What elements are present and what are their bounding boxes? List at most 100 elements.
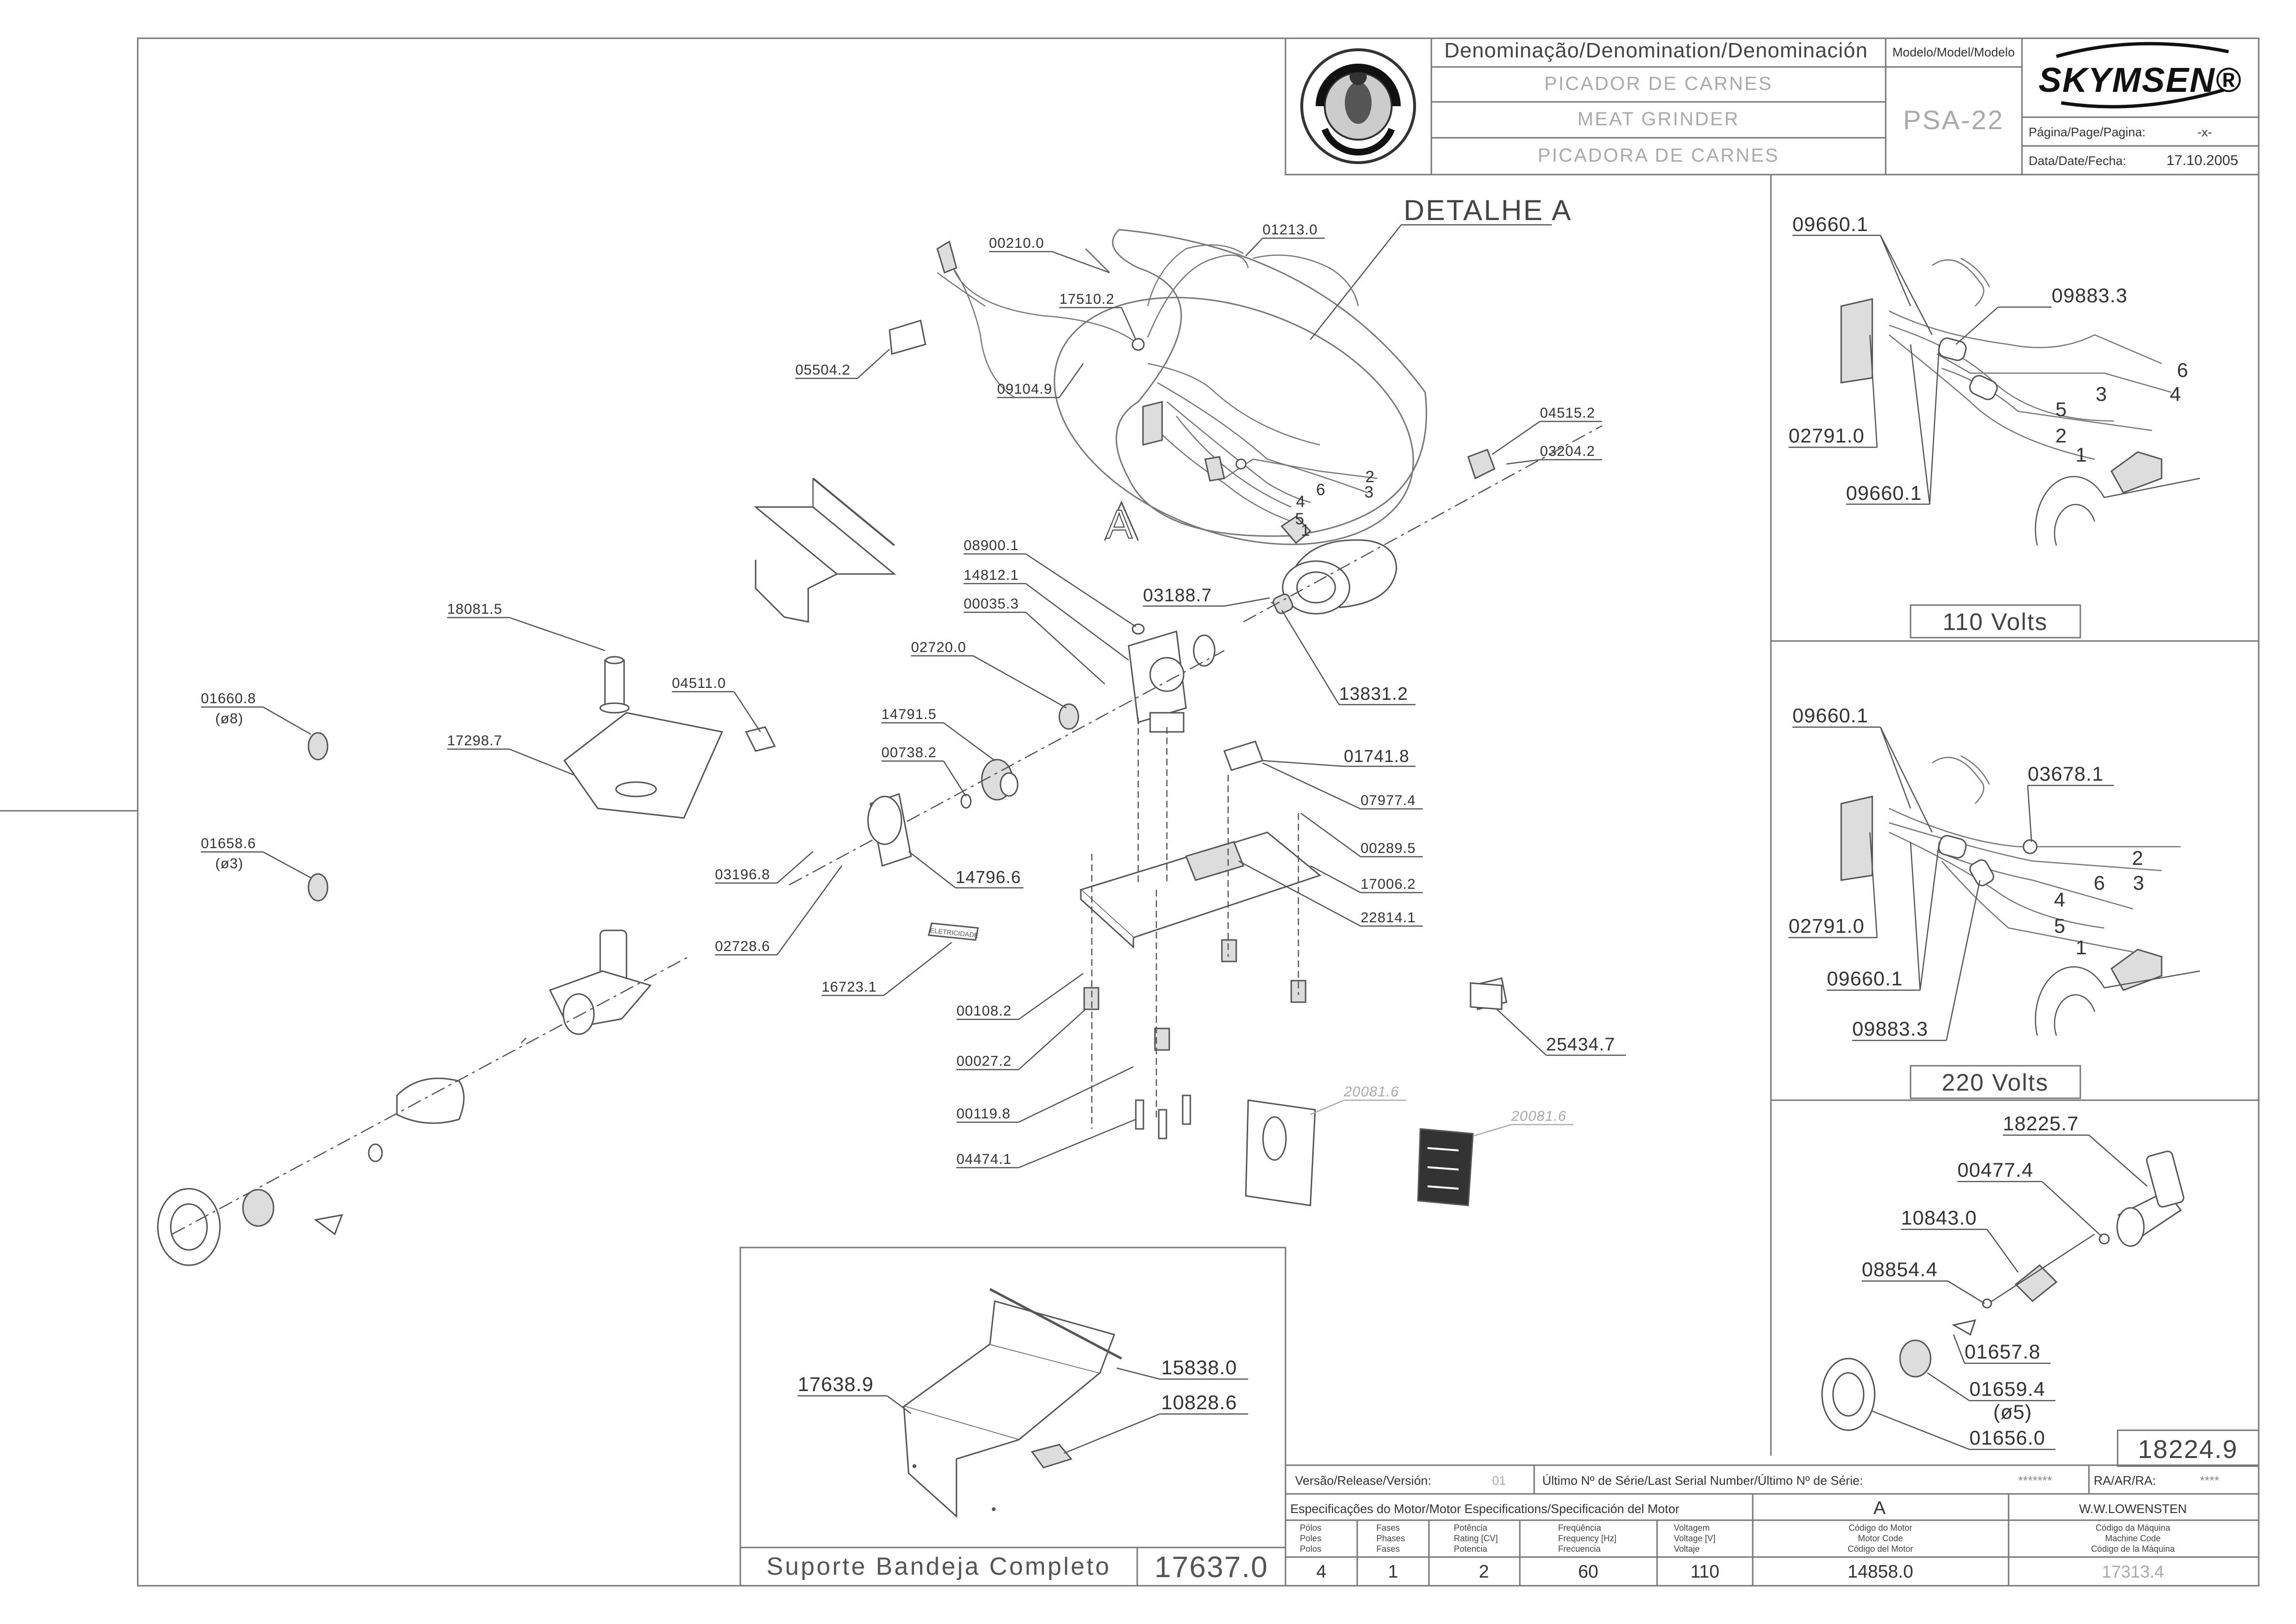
gearbox-housing — [753, 477, 1216, 733]
spec-col-voltage: Voltagem Voltage [V] Voltaje 110 — [1674, 1523, 1719, 1582]
callout-03188-7: 03188.7 — [1143, 586, 1212, 606]
mincer-code: 18224.9 — [2138, 1435, 2238, 1464]
mincer-callout-1: 18225.7 — [2003, 1112, 2079, 1135]
model-code: PSA-22 — [1903, 105, 2004, 135]
detail-a-marker: A — [1106, 502, 1132, 547]
mincer-assembly-panel: 18225.7 00477.4 10843.0 08854.4 01657.8 … — [1821, 1112, 2260, 1467]
callout-07977-4: 07977.4 — [1361, 793, 1416, 808]
callout-16723-1: 16723.1 — [822, 979, 877, 995]
svg-text:4: 4 — [1296, 493, 1306, 511]
callout-01658-6-sub: (ø3) — [215, 856, 243, 872]
page-label: Página/Page/Pagina: — [2029, 125, 2145, 139]
svg-text:14858.0: 14858.0 — [1847, 1562, 1913, 1582]
svg-text:17313.4: 17313.4 — [2102, 1562, 2164, 1581]
p220-callout-3: 02791.0 — [1789, 915, 1865, 937]
callout-13831-2: 13831.2 — [1339, 684, 1408, 704]
mincer-callout-5: 01657.8 — [1965, 1340, 2041, 1363]
tray-callout-3: 10828.6 — [1161, 1391, 1237, 1414]
svg-text:Machine Code: Machine Code — [2105, 1534, 2161, 1543]
p110-wire-6: 6 — [2177, 359, 2188, 381]
right-panel-frames — [1770, 175, 2259, 1456]
svg-text:Voltage [V]: Voltage [V] — [1674, 1534, 1715, 1543]
callout-02728-6: 02728.6 — [715, 939, 770, 954]
svg-text:60: 60 — [1578, 1562, 1598, 1582]
mincer-callout-8: 01656.0 — [1969, 1426, 2045, 1449]
mincer-body — [157, 929, 689, 1266]
title-block: Denominação/Denomination/Denominación PI… — [1285, 37, 2260, 176]
p110-wire-5: 5 — [2055, 398, 2067, 420]
p220-callout-1: 09660.1 — [1792, 704, 1868, 727]
callout-00119-8: 00119.8 — [956, 1106, 1011, 1122]
p110-callout-4: 09660.1 — [1846, 482, 1922, 504]
p110-callout-2: 09883.3 — [2052, 284, 2128, 307]
svg-text:Código do Motor: Código do Motor — [1848, 1523, 1912, 1533]
svg-text:RA/AR/RA:: RA/AR/RA: — [2094, 1473, 2156, 1488]
svg-text:1: 1 — [1388, 1562, 1398, 1582]
motor-manufacturer: W.W.LOWENSTEN — [2079, 1502, 2186, 1516]
callout-03204-2: 03204.2 — [1540, 443, 1595, 459]
svg-text:01: 01 — [1492, 1473, 1506, 1488]
spec-col-phases: Fases Phases Fases 1 — [1376, 1523, 1405, 1582]
p220-wire-4: 4 — [2054, 888, 2065, 911]
callout-00035-3: 00035.3 — [964, 596, 1019, 612]
svg-text:Frecuencia: Frecuencia — [1558, 1544, 1601, 1554]
svg-text:5: 5 — [1295, 510, 1305, 528]
callout-04511-0: 04511.0 — [672, 675, 726, 691]
release-row: Versão/Release/Versión: 01 Último Nº de … — [1285, 1464, 2260, 1495]
callout-20081-6-b: 20081.6 — [1511, 1108, 1566, 1124]
tray-caption: Suporte Bandeja Completo — [767, 1553, 1111, 1580]
svg-text:Versão/Release/Versión:: Versão/Release/Versión: — [1295, 1473, 1431, 1488]
p110-wire-4: 4 — [2170, 383, 2181, 405]
date-label: Data/Date/Fecha: — [2029, 154, 2126, 168]
svg-text:3: 3 — [1364, 483, 1374, 501]
callout-00108-2: 00108.2 — [956, 1003, 1011, 1019]
svg-text:Código de la Máquina: Código de la Máquina — [2091, 1544, 2175, 1554]
p220-callout-2: 03678.1 — [2028, 762, 2104, 785]
svg-text:2: 2 — [1365, 468, 1375, 486]
callout-00027-2: 00027.2 — [956, 1053, 1011, 1069]
name-en: MEAT GRINDER — [1578, 109, 1740, 130]
stickers: ELETRICIDADE — [928, 922, 1503, 1206]
motor-variant: A — [1873, 1498, 1886, 1518]
power-cord — [889, 240, 1249, 355]
svg-text:Fases: Fases — [1376, 1523, 1400, 1533]
callout-05504-2: 05504.2 — [795, 362, 850, 378]
svg-text:Rating [CV]: Rating [CV] — [1454, 1534, 1498, 1543]
sheet-border — [137, 37, 2260, 1587]
callout-14812-1: 14812.1 — [964, 567, 1019, 583]
svg-text:6: 6 — [1316, 481, 1326, 499]
page-value: -x- — [2197, 125, 2212, 139]
spec-col-poles: Pólos Poles Polos 4 — [1300, 1523, 1327, 1582]
svg-text:Pólos: Pólos — [1300, 1523, 1321, 1533]
callout-01658-6: 01658.6 — [201, 836, 256, 851]
callout-04515-2: 04515.2 — [1540, 405, 1595, 421]
gear-train — [789, 650, 1225, 886]
name-es: PICADORA DE CARNES — [1538, 145, 1779, 166]
callout-14791-5: 14791.5 — [881, 707, 936, 722]
svg-text:Potencia: Potencia — [1454, 1544, 1488, 1554]
callout-00210-0: 00210.0 — [989, 235, 1044, 251]
spec-col-motor-code: Código do Motor Motor Code Código del Mo… — [1847, 1523, 1913, 1582]
svg-text:Motor Code: Motor Code — [1858, 1534, 1903, 1543]
base-plate — [1079, 718, 1507, 1139]
name-pt: PICADOR DE CARNES — [1544, 73, 1773, 94]
plates — [308, 732, 329, 902]
motor-spec-table: Especificações do Motor/Motor Especifica… — [1285, 1493, 2260, 1587]
svg-text:Código da Máquina: Código da Máquina — [2096, 1523, 2171, 1533]
p110-wire-3: 3 — [2096, 383, 2107, 405]
denomination-header: Denominação/Denomination/Denominación — [1444, 39, 1868, 62]
spec-col-frequency: Freqüência Frequency [Hz] Frecuencia 60 — [1558, 1523, 1616, 1582]
spec-col-machine-code: Código da Máquina Machine Code Código de… — [2091, 1523, 2175, 1581]
mincer-callout-3: 10843.0 — [1901, 1206, 1977, 1229]
callout-08900-1: 08900.1 — [964, 538, 1019, 553]
p220-title: 220 Volts — [1942, 1069, 2049, 1096]
callout-25434-7: 25434.7 — [1546, 1035, 1615, 1055]
detail-a-label: DETALHE A — [1404, 194, 1572, 226]
callout-09104-9: 09104.9 — [997, 381, 1052, 397]
motor-spec-header: Especificações do Motor/Motor Especifica… — [1290, 1502, 1680, 1516]
svg-text:Potência: Potência — [1454, 1523, 1488, 1533]
svg-text:Voltaje: Voltaje — [1674, 1544, 1700, 1554]
callout-17006-2: 17006.2 — [1361, 876, 1416, 892]
main-callouts: 00210.0 01213.0 17510.2 05504.2 09104.9 … — [201, 222, 1626, 1169]
